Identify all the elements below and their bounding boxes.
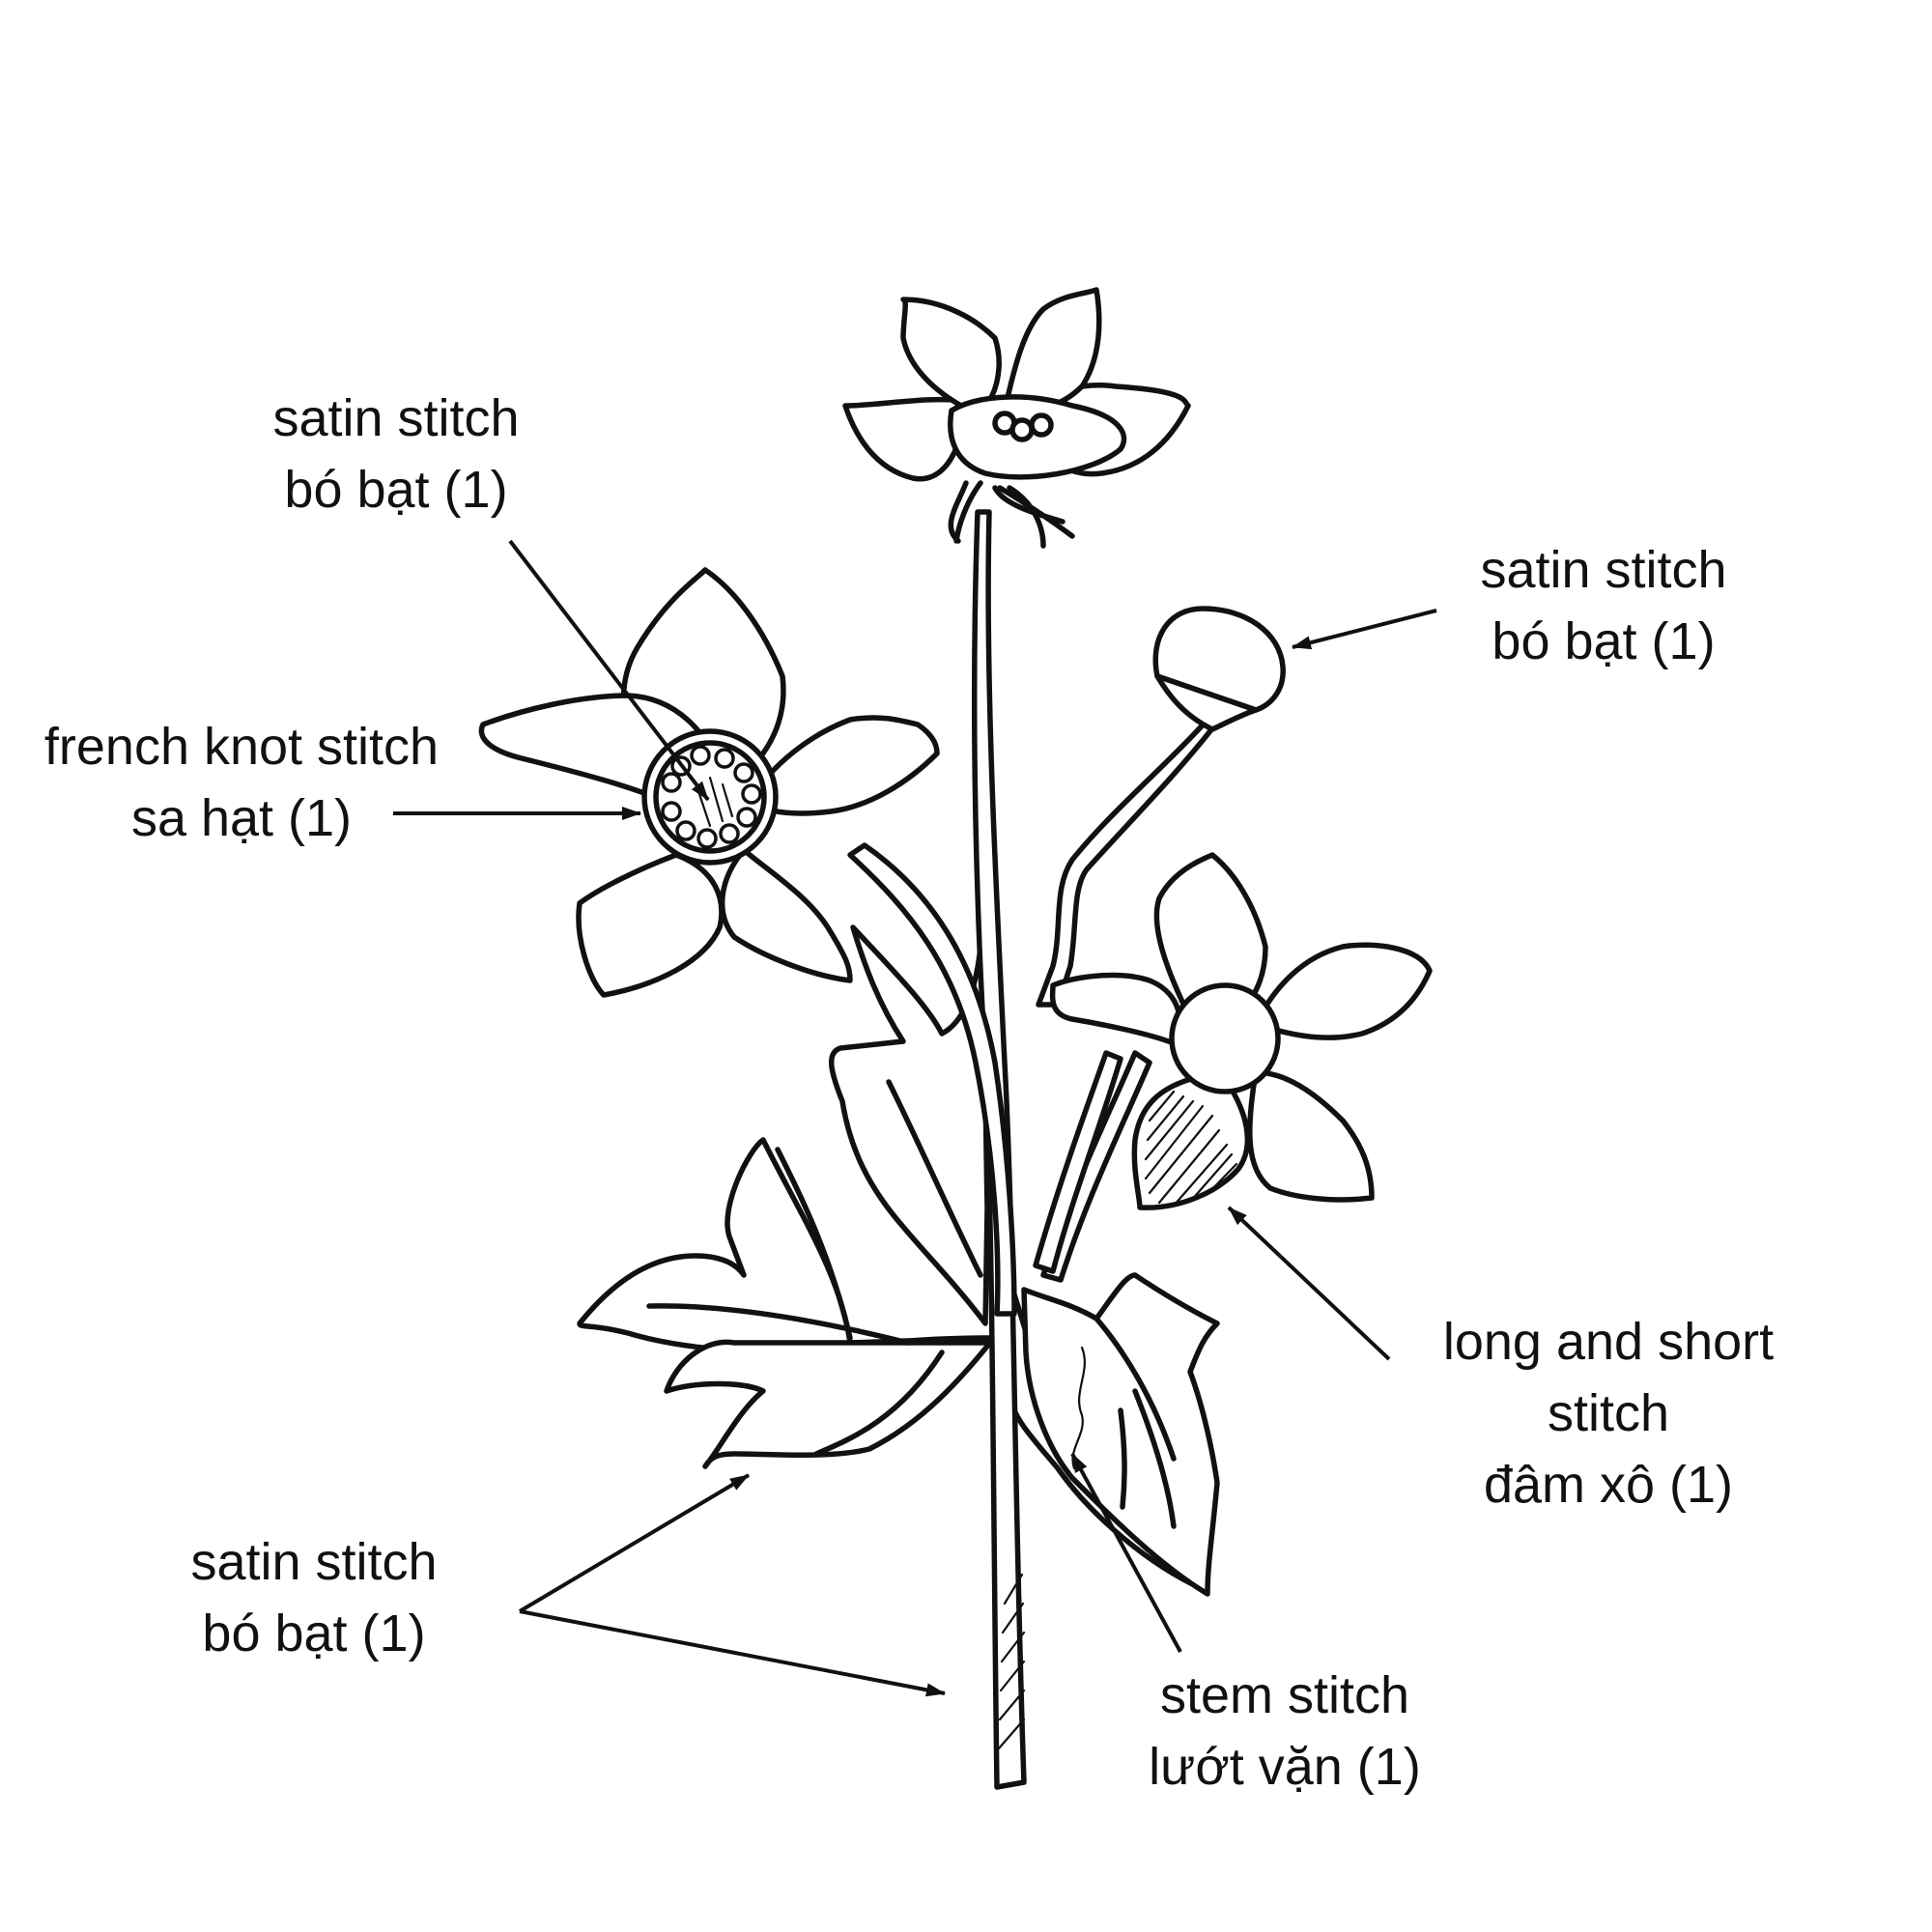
arrow-bottom-left-stem xyxy=(519,1609,946,1697)
label-line: bó bạt (1) xyxy=(1492,612,1716,670)
label-line: french knot stitch xyxy=(43,718,440,776)
arrow-bottom-left-leaf xyxy=(518,1473,751,1613)
arrow-top-left xyxy=(508,539,710,802)
label-line: bó bạt (1) xyxy=(284,461,508,519)
label-line: satin stitch xyxy=(272,389,520,447)
arrow-stem xyxy=(1070,1453,1182,1653)
label-top-right: satin stitch bó bạt (1) xyxy=(1454,534,1753,677)
long-short-shading xyxy=(1144,1090,1238,1208)
top-flower xyxy=(842,287,1191,549)
arrow-top-right xyxy=(1292,609,1437,650)
right-flower xyxy=(1049,852,1433,1210)
label-top-left: satin stitch bó bạt (1) xyxy=(246,383,546,526)
left-flower-stem xyxy=(847,842,1017,1317)
right-flower-stem xyxy=(1033,1050,1152,1283)
label-line: stitch xyxy=(1547,1384,1670,1442)
annotation-arrows xyxy=(393,539,1437,1697)
label-long-short: long and short stitch đâm xô (1) xyxy=(1415,1306,1802,1520)
label-line: đâm xô (1) xyxy=(1483,1456,1734,1514)
arrow-long-short xyxy=(1227,1206,1391,1361)
bud xyxy=(1152,606,1286,732)
left-flower xyxy=(478,567,940,998)
right-leaf xyxy=(1004,1272,1220,1597)
label-line: satin stitch xyxy=(1480,541,1727,599)
label-stem: stem stitch lướt vặn (1) xyxy=(1121,1660,1449,1803)
label-bottom-left: satin stitch bó bạt (1) xyxy=(164,1526,464,1669)
label-line: sa hạt (1) xyxy=(130,789,353,847)
label-line: stem stitch xyxy=(1159,1666,1410,1724)
label-line: bó bạt (1) xyxy=(202,1605,426,1662)
label-line: lướt vặn (1) xyxy=(1149,1738,1421,1796)
label-line: long and short xyxy=(1442,1313,1775,1371)
label-line: satin stitch xyxy=(190,1533,438,1591)
label-french-knot: french knot stitch sa hạt (1) xyxy=(10,711,473,854)
left-leaf xyxy=(577,924,993,1469)
french-knot-seeds xyxy=(661,745,762,849)
